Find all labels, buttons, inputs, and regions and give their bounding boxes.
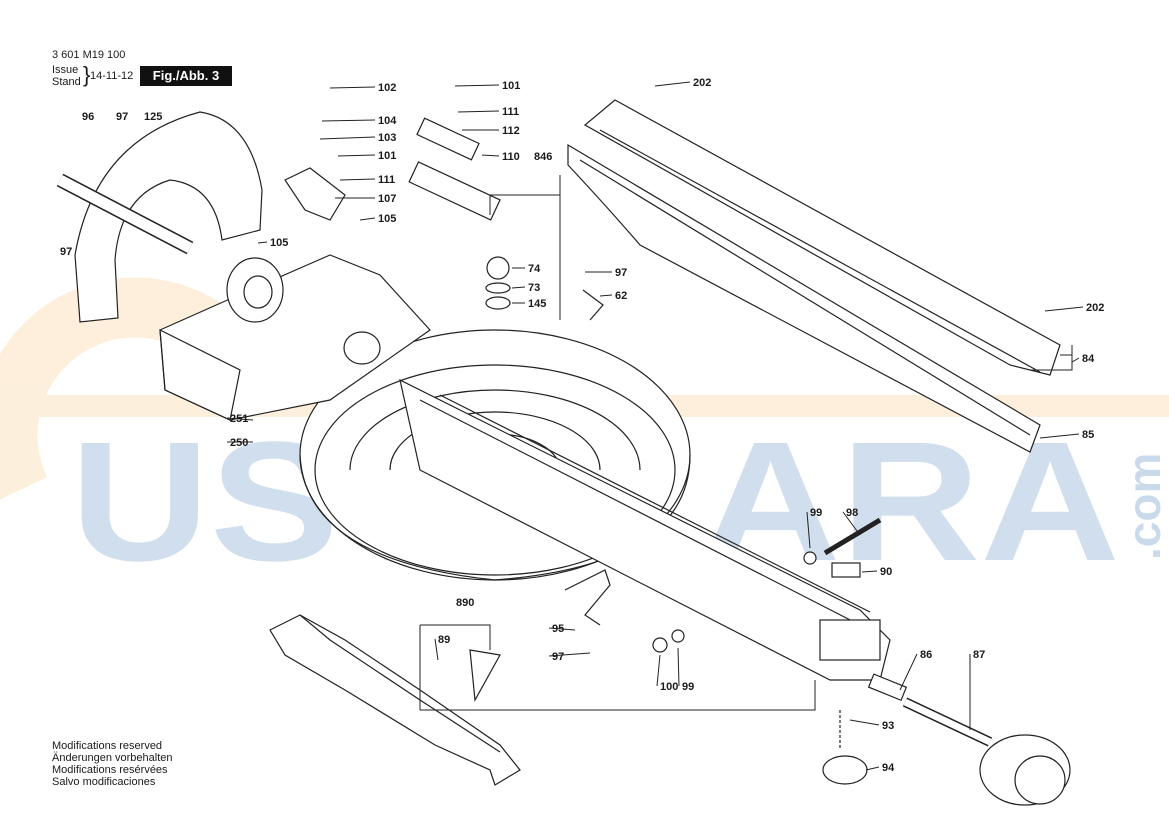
callout-labels: 102 104 103 101 111 107 105 105 101 111 112 110 846 7… — [60, 77, 1104, 774]
part-label-125: 125 — [144, 111, 162, 123]
part-label-95: 95 — [552, 623, 564, 635]
leader-line-62 — [599, 294, 613, 297]
leader-line-86 — [899, 653, 918, 691]
leader-line-111 — [339, 178, 376, 181]
leader-line-99 — [806, 511, 811, 549]
part-label-111: 111 — [502, 106, 519, 118]
part-label-111: 111 — [378, 174, 395, 186]
issue-label: Issue — [52, 64, 79, 76]
part-label-97: 97 — [116, 111, 128, 123]
part-label-96: 96 — [82, 111, 94, 123]
leader-line-202 — [1044, 306, 1084, 312]
part-label-100: 100 — [660, 681, 678, 693]
part-label-105: 105 — [270, 237, 288, 249]
part-label-101: 101 — [378, 150, 396, 162]
part-label-84: 84 — [1082, 353, 1095, 365]
part-label-101: 101 — [502, 80, 520, 92]
leader-line-99 — [677, 647, 680, 687]
part-label-102: 102 — [378, 82, 396, 94]
leader-line-105 — [359, 217, 376, 221]
watermark-suffix: .com — [1118, 453, 1169, 560]
part-label-251: 251 — [230, 413, 248, 425]
part-label-250: 250 — [230, 437, 248, 449]
leader-line-100 — [656, 654, 661, 687]
leader-line-90 — [861, 570, 878, 573]
leader-line-101 — [454, 84, 500, 87]
part-label-62: 62 — [615, 290, 627, 302]
part-label-85: 85 — [1082, 429, 1094, 441]
stand-label: Stand — [52, 76, 81, 88]
leader-line-89 — [434, 638, 439, 661]
part-label-890: 890 — [456, 597, 474, 609]
part-label-104: 104 — [378, 115, 397, 127]
footer-note-es: Salvo modificaciones — [52, 776, 156, 788]
turntable-base — [159, 254, 891, 681]
part-label-94: 94 — [882, 762, 895, 774]
small-parts — [284, 117, 882, 702]
part-label-98: 98 — [846, 507, 858, 519]
part-label-112: 112 — [502, 125, 520, 137]
part-label-99: 99 — [810, 507, 822, 519]
part-label-145: 145 — [528, 298, 546, 310]
part-label-105: 105 — [378, 213, 396, 225]
leader-line-202 — [654, 81, 691, 87]
part-label-86: 86 — [920, 649, 932, 661]
footer-note-fr: Modifications resérvées — [52, 764, 168, 776]
part-label-103: 103 — [378, 132, 396, 144]
leader-line-111 — [457, 110, 500, 113]
leader-line-105 — [257, 241, 268, 244]
part-label-97: 97 — [552, 651, 564, 663]
issue-date: 14-11-12 — [90, 70, 134, 82]
leader-line-93 — [849, 719, 880, 726]
callout-leader-lines — [419, 175, 1073, 711]
part-label-89: 89 — [438, 634, 450, 646]
part-label-90: 90 — [880, 566, 892, 578]
leader-line-98 — [842, 511, 861, 536]
part-label-73: 73 — [528, 282, 540, 294]
part-label-74: 74 — [528, 263, 541, 275]
leader-line-73 — [511, 286, 526, 289]
figure-label: Fig./Abb. 3 — [140, 66, 232, 86]
leader-line-102 — [329, 86, 376, 89]
leader-line-103 — [319, 136, 376, 140]
leader-line-94 — [865, 766, 880, 771]
part-label-202: 202 — [693, 77, 711, 89]
part-label-97: 97 — [615, 267, 627, 279]
lock-knob-part — [822, 673, 1071, 806]
part-label-93: 93 — [882, 720, 894, 732]
brace-mark: } — [83, 62, 91, 87]
part-label-99: 99 — [682, 681, 694, 693]
leader-line-101 — [337, 154, 376, 157]
leader-line-84 — [1071, 357, 1080, 363]
footer-note-de: Änderungen vorbehalten — [52, 752, 173, 764]
footer-notes: Modifications reserved Änderungen vorbeh… — [52, 740, 172, 788]
base-handle-part — [269, 614, 521, 786]
leader-line-110 — [481, 154, 500, 157]
leader-line-95 — [548, 627, 576, 631]
leader-line-251 — [226, 417, 254, 421]
blade-guard-part — [56, 111, 263, 323]
part-label-202: 202 — [1086, 302, 1104, 314]
part-label-846: 846 — [534, 151, 552, 163]
part-label-87: 87 — [973, 649, 985, 661]
part-label-97: 97 — [60, 246, 72, 258]
leader-line-97 — [548, 652, 591, 657]
part-code: 3 601 M19 100 — [52, 49, 126, 61]
leader-line-104 — [321, 119, 376, 122]
part-label-107: 107 — [378, 193, 396, 205]
part-label-110: 110 — [502, 151, 520, 163]
leader-line-85 — [1039, 433, 1080, 439]
footer-note-en: Modifications reserved — [52, 740, 163, 752]
